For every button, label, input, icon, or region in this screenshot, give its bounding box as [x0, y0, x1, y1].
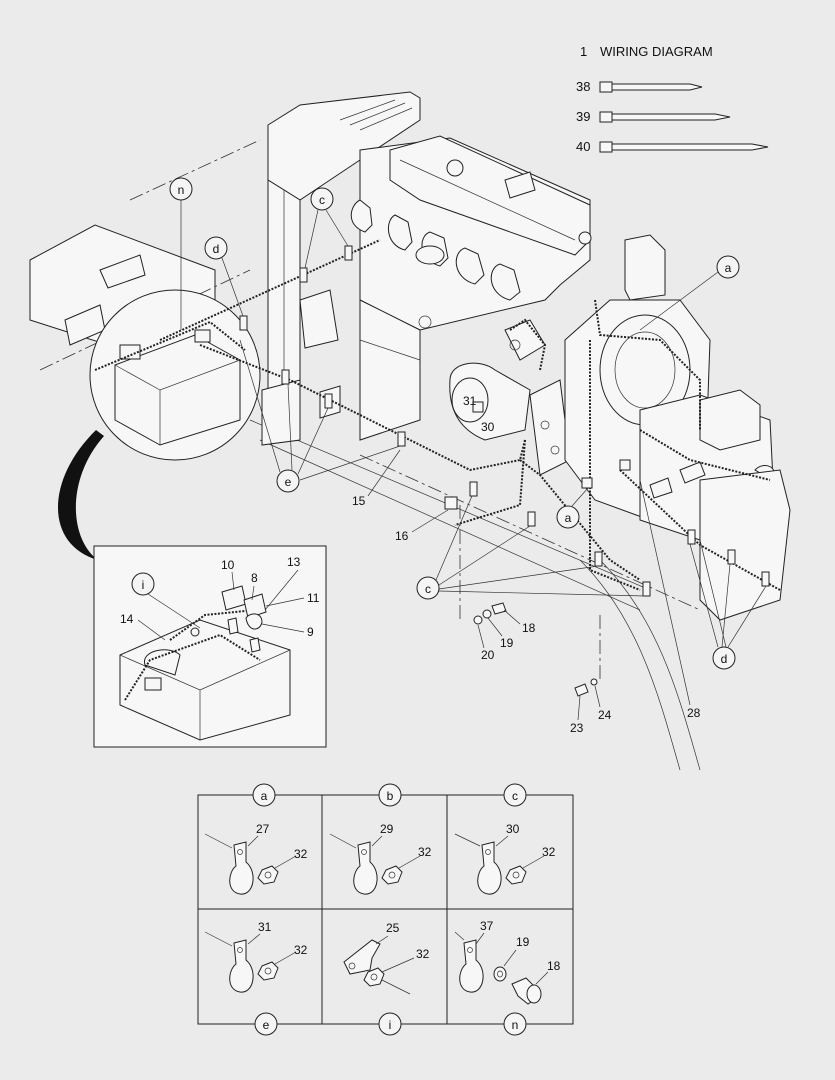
- legend-num-39: 39: [576, 109, 590, 124]
- detail-grid: [197, 794, 574, 1025]
- legend-label-wiring-diagram: WIRING DIAGRAM: [600, 44, 713, 59]
- detail-cell-a: 27 32: [204, 822, 308, 895]
- detail-letter-bubbles: a b c e i n: [252, 783, 527, 1036]
- detail-i-part-32: 32: [416, 947, 430, 961]
- label-30-terminal: 30: [481, 420, 495, 434]
- label-24: 24: [598, 708, 612, 722]
- battery-magnified-circle: [89, 289, 261, 461]
- detail-cell-i: 25 32: [343, 921, 430, 995]
- detail-i-part-25: 25: [386, 921, 400, 935]
- detail-cell-e: 31 32: [204, 920, 308, 993]
- callout-i: i: [142, 578, 145, 592]
- legend-num-38: 38: [576, 79, 590, 94]
- label-10: 10: [221, 558, 235, 572]
- detail-letter-c: c: [512, 789, 518, 803]
- wiring-harness: [159, 239, 781, 591]
- detail-a-part-32: 32: [294, 847, 308, 861]
- label-18: 18: [522, 621, 536, 635]
- callout-a-right: a: [725, 261, 732, 275]
- detail-cell-n: 37 19 18: [454, 919, 561, 1005]
- detail-b-part-29: 29: [380, 822, 394, 836]
- detail-a-part-27: 27: [256, 822, 270, 836]
- label-8: 8: [251, 571, 258, 585]
- callout-a-mid: a: [565, 511, 572, 525]
- label-11: 11: [307, 591, 320, 605]
- callout-bubbles: n c d a e a c d 15 16 18 19 20 23: [169, 177, 767, 735]
- label-9: 9: [307, 625, 314, 639]
- label-19: 19: [500, 636, 514, 650]
- callout-d-bottom: d: [721, 652, 728, 666]
- cable-tie-40: [599, 141, 769, 153]
- label-13: 13: [287, 555, 301, 569]
- callout-d-top: d: [213, 242, 220, 256]
- loose-hardware: [473, 602, 598, 697]
- detail-cell-b: 29 32: [329, 822, 432, 895]
- legend-num-40: 40: [576, 139, 590, 154]
- label-16: 16: [395, 529, 409, 543]
- callout-c-top: c: [319, 193, 325, 207]
- detail-n-part-18: 18: [547, 959, 561, 973]
- detail-letter-b: b: [387, 789, 394, 803]
- label-28: 28: [687, 706, 701, 720]
- detail-n-part-37: 37: [480, 919, 494, 933]
- detail-e-part-31: 31: [258, 920, 272, 934]
- callout-e: e: [285, 475, 292, 489]
- legend-num-1: 1: [580, 44, 587, 59]
- detail-letter-n: n: [512, 1018, 519, 1032]
- label-31-terminal: 31: [463, 394, 477, 408]
- label-15: 15: [352, 494, 366, 508]
- callout-n: n: [178, 183, 185, 197]
- label-20: 20: [481, 648, 495, 662]
- callout-c-bottom: c: [425, 582, 431, 596]
- detail-letter-a: a: [261, 789, 268, 803]
- cable-tie-38: [599, 81, 703, 93]
- legend: 1 WIRING DIAGRAM 38 39 40: [576, 44, 769, 154]
- detail-c-part-30: 30: [506, 822, 520, 836]
- detail-e-part-32: 32: [294, 943, 308, 957]
- magnification-arc: [57, 430, 104, 560]
- detail-letter-i: i: [389, 1018, 392, 1032]
- label-23: 23: [570, 721, 584, 735]
- detail-b-part-32: 32: [418, 845, 432, 859]
- battery-inset: i 10 8 13 11 9 14: [93, 545, 327, 748]
- detail-letter-e: e: [263, 1018, 270, 1032]
- detail-cell-c: 30 32: [454, 822, 556, 895]
- label-14: 14: [120, 612, 134, 626]
- cable-tie-39: [599, 111, 731, 123]
- detail-c-part-32: 32: [542, 845, 556, 859]
- harness-clamps: [239, 245, 770, 597]
- detail-n-part-19: 19: [516, 935, 530, 949]
